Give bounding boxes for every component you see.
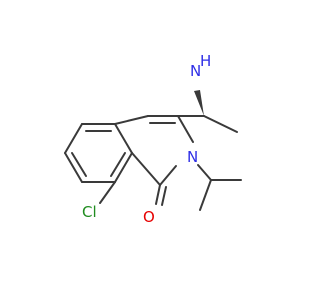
atom-label-layer: N H N O Cl [82, 52, 211, 226]
bond [114, 123, 133, 154]
carbonyl-oxygen-label: O [143, 208, 155, 226]
structure-diagram: N H N O Cl [64, 52, 242, 226]
nh2-hydrogen-label: H [200, 52, 211, 70]
bond [114, 152, 133, 183]
bond-layer [64, 115, 242, 211]
bond [99, 181, 116, 204]
bond [159, 165, 177, 186]
nh2-nitrogen-label: N [190, 62, 201, 80]
double-bond-inner [110, 152, 126, 177]
molecule-canvas: N H N O Cl [64, 52, 242, 226]
bond [114, 115, 149, 125]
bond [177, 115, 194, 143]
chlorine-label: Cl [82, 203, 97, 221]
bond [197, 164, 212, 181]
wedge-bond [194, 90, 204, 116]
bond [203, 115, 238, 133]
ring-nitrogen-label: N [187, 148, 198, 166]
bond [64, 152, 83, 183]
bond [131, 152, 161, 186]
double-bond-inner [71, 152, 87, 177]
bond [64, 123, 83, 154]
carbonyl-bond [161, 186, 167, 206]
carbonyl-bond [155, 184, 161, 205]
bond [199, 179, 212, 211]
